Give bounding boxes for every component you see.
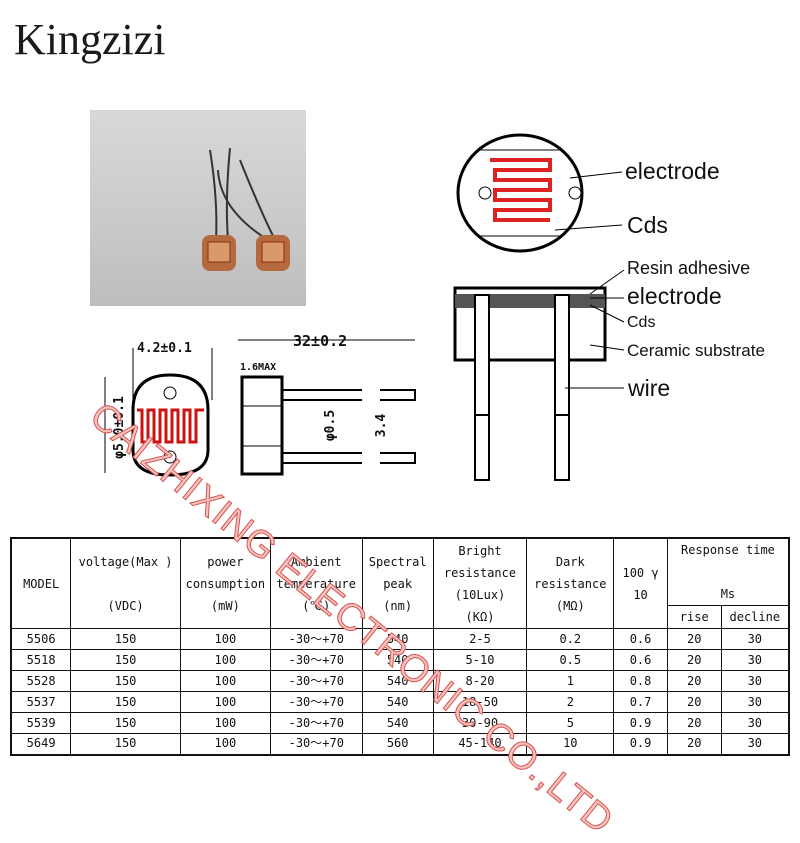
table-cell: 0.7 [613, 691, 668, 713]
dimension-drawing [104, 339, 416, 477]
table-cell: 0.6 [613, 628, 668, 650]
table-cell: 5518 [10, 649, 72, 671]
table-cell: 150 [70, 628, 181, 650]
table-cell: 150 [70, 712, 181, 734]
product-photo [90, 110, 306, 306]
table-cell: 100 [179, 712, 271, 734]
label-wire: wire [628, 375, 671, 401]
brand-logo: Kingzizi [14, 15, 166, 64]
table-cell: 100 [179, 628, 271, 650]
table-cell: 100 [179, 691, 271, 713]
header-voltage: voltage(Max )(VDC) [70, 537, 181, 629]
table-cell: -30～+70 [269, 670, 363, 692]
table-cell: 0.2 [526, 628, 615, 650]
table-cell: 30 [720, 649, 790, 671]
table-cell: 0.9 [613, 712, 668, 734]
header-model: MODEL [10, 537, 72, 629]
table-cell: 20 [666, 649, 722, 671]
table-cell: 30 [720, 691, 790, 713]
label-electrode: electrode [625, 158, 720, 184]
structure-diagram [453, 133, 625, 481]
table-cell: 8-20 [432, 670, 528, 692]
table-cell: 100 [179, 733, 271, 755]
table-cell: 20 [666, 628, 722, 650]
table-cell: 150 [70, 691, 181, 713]
table-cell: 0.5 [526, 649, 615, 671]
table-cell: 2-5 [432, 628, 528, 650]
label-ceramic-substrate: Ceramic substrate [627, 341, 765, 360]
label-electrode-2: electrode [627, 283, 722, 309]
table-cell: 540 [361, 670, 434, 692]
table-cell: 5537 [10, 691, 72, 713]
label-cds: Cds [627, 212, 668, 238]
photoresistor-photo [202, 147, 290, 271]
table-cell: 20 [666, 712, 722, 734]
dim-length: 32±0.2 [293, 332, 348, 350]
table-cell: 5539 [10, 712, 72, 734]
table-cell: 150 [70, 670, 181, 692]
dim-width: 4.2±0.1 [137, 341, 192, 356]
table-cell: 150 [70, 733, 181, 755]
table-cell: 0.6 [613, 649, 668, 671]
table-cell: 30 [720, 670, 790, 692]
table-cell: 10 [526, 733, 615, 755]
table-cell: -30～+70 [269, 649, 363, 671]
table-cell: 150 [70, 649, 181, 671]
table-cell: 5-10 [432, 649, 528, 671]
table-cell: -30～+70 [269, 733, 363, 755]
table-cell: 20 [666, 670, 722, 692]
table-cell: 45-140 [432, 733, 528, 755]
table-cell: 2 [526, 691, 615, 713]
table-cell: -30～+70 [269, 712, 363, 734]
header-decline: decline [720, 605, 790, 629]
header-rise: rise [666, 605, 722, 629]
table-cell: -30～+70 [269, 628, 363, 650]
table-cell: 5 [526, 712, 615, 734]
table-cell: 0.9 [613, 733, 668, 755]
table-cell: 20 [666, 691, 722, 713]
table-cell: -30～+70 [269, 691, 363, 713]
table-cell: 30 [720, 628, 790, 650]
dim-pitch: 3.4 [374, 413, 390, 438]
label-resin-adhesive: Resin adhesive [627, 258, 751, 278]
table-cell: 100 [179, 670, 271, 692]
dim-thickness: 1.6MAX [240, 362, 277, 373]
dim-lead: φ0.5 [323, 409, 339, 442]
table-cell: 560 [361, 733, 434, 755]
table-cell: 100 [179, 649, 271, 671]
table-cell: 5649 [10, 733, 72, 755]
table-cell: 5506 [10, 628, 72, 650]
table-cell: 30 [720, 733, 790, 755]
table-cell: 540 [361, 712, 434, 734]
table-cell: 0.8 [613, 670, 668, 692]
table-cell: 5528 [10, 670, 72, 692]
table-cell: 540 [361, 628, 434, 650]
table-cell: 18-50 [432, 691, 528, 713]
label-cds-2: Cds [627, 314, 656, 331]
table-cell: 540 [361, 691, 434, 713]
table-cell: 1 [526, 670, 615, 692]
table-cell: 20 [666, 733, 722, 755]
table-cell: 30 [720, 712, 790, 734]
